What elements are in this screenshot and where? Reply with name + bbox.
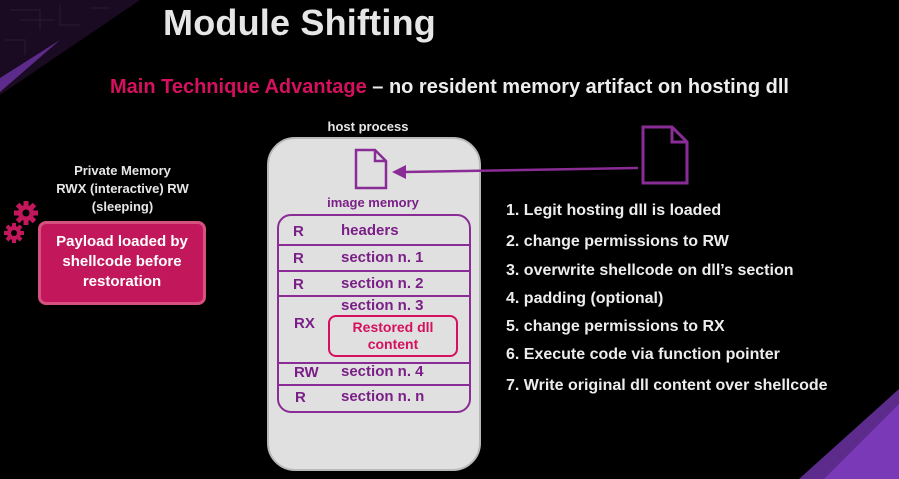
row-section: section n. n (341, 388, 425, 405)
restored-line: content (367, 336, 419, 352)
row-permission: R (293, 250, 304, 267)
private-memory-line: (sleeping) (91, 199, 154, 214)
payload-box: Payload loaded by shellcode before resto… (38, 221, 206, 305)
payload-line: restoration (82, 273, 162, 290)
step-item: 3. overwrite shellcode on dll’s section (506, 262, 794, 279)
row-divider (277, 244, 471, 246)
payload-line: Payload loaded by (56, 233, 188, 250)
gear-icon (4, 201, 38, 243)
corner-decoration-bottom-right (799, 389, 899, 479)
subtitle-rest: – no resident memory artifact on hosting… (366, 76, 789, 98)
step-item: 6. Execute code via function pointer (506, 346, 780, 363)
row-permission: R (293, 223, 304, 240)
step-item: 2. change permissions to RW (506, 233, 729, 250)
private-memory-line: RWX (interactive) RW (56, 181, 189, 196)
host-process-box (267, 137, 481, 471)
document-icon (354, 148, 388, 190)
row-permission: RX (294, 315, 315, 332)
row-section: headers (341, 222, 399, 239)
image-memory-label: image memory (327, 195, 419, 210)
corner-decoration-top-left (0, 0, 140, 95)
payload-line: shellcode before (62, 253, 182, 270)
row-divider (277, 362, 471, 364)
row-section: section n. 1 (341, 249, 424, 266)
arrow-left-icon (392, 165, 639, 179)
subtitle: Main Technique Advantage – no resident m… (0, 76, 899, 99)
step-item: 7. Write original dll content over shell… (506, 377, 828, 394)
host-process-label: host process (327, 119, 409, 134)
row-section: section n. 2 (341, 275, 424, 292)
image-memory-box (277, 214, 471, 413)
restored-dll-box: Restored dll content (328, 315, 458, 357)
private-memory-label: Private Memory RWX (interactive) RW (sle… (40, 162, 205, 216)
row-divider (277, 295, 471, 297)
restored-line: Restored dll (352, 319, 434, 335)
step-item: 1. Legit hosting dll is loaded (506, 202, 722, 219)
step-item: 4. padding (optional) (506, 290, 664, 307)
page-title: Module Shifting (163, 2, 436, 43)
row-permission: RW (294, 364, 319, 381)
row-divider (277, 384, 471, 386)
row-permission: R (293, 276, 304, 293)
document-icon (641, 125, 689, 185)
private-memory-line: Private Memory (74, 163, 171, 178)
subtitle-accent: Main Technique Advantage (110, 76, 367, 98)
row-section: section n. 3 (341, 297, 424, 314)
step-item: 5. change permissions to RX (506, 318, 725, 335)
row-divider (277, 270, 471, 272)
row-section: section n. 4 (341, 363, 424, 380)
row-permission: R (295, 389, 306, 406)
